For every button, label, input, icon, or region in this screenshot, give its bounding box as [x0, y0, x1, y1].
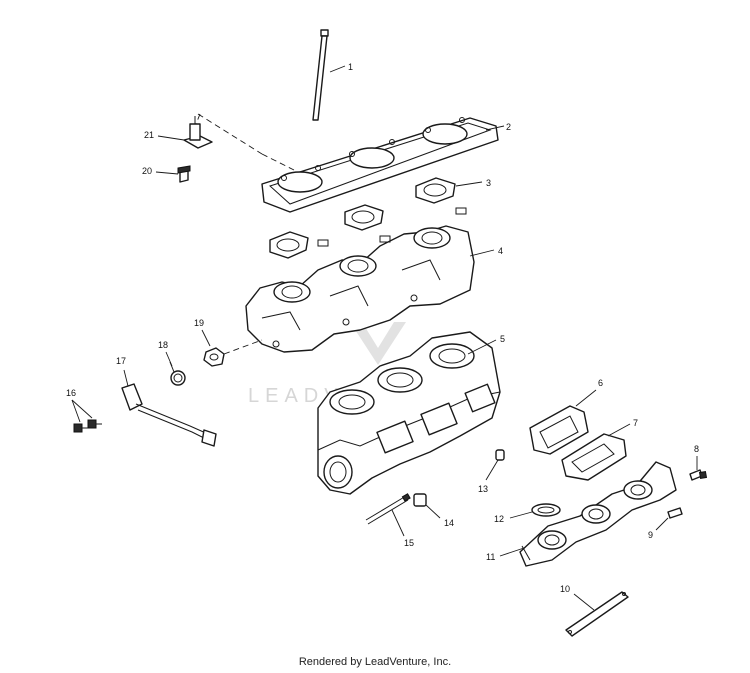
callout-17: 17 — [116, 356, 126, 366]
part-nut[interactable] — [203, 339, 263, 367]
callout-5: 5 — [500, 334, 505, 344]
part-bolt-9[interactable] — [667, 507, 683, 519]
callout-13: 13 — [478, 484, 488, 494]
callout-3: 3 — [486, 178, 491, 188]
part-reed-plate[interactable] — [529, 405, 589, 455]
callout-19: 19 — [194, 318, 204, 328]
part-intake-manifold[interactable] — [519, 461, 677, 567]
part-strap[interactable] — [565, 591, 629, 637]
callout-12: 12 — [494, 514, 504, 524]
callout-18: 18 — [158, 340, 168, 350]
part-sensor[interactable] — [183, 113, 295, 171]
part-bolt-20[interactable] — [177, 165, 191, 183]
callout-11: 11 — [486, 552, 495, 562]
part-gaskets[interactable] — [269, 177, 456, 259]
callout-8: 8 — [694, 444, 699, 454]
callout-16: 16 — [66, 388, 76, 398]
callout-20: 20 — [142, 166, 152, 176]
part-pin[interactable] — [495, 449, 505, 461]
callout-labels: 1 2 3 4 5 6 7 8 9 10 11 12 13 14 15 16 1… — [66, 62, 699, 594]
callout-1: 1 — [348, 62, 353, 72]
part-bolt-right[interactable] — [689, 469, 708, 481]
callout-6: 6 — [598, 378, 603, 388]
part-spring[interactable] — [169, 361, 186, 386]
callout-14: 14 — [444, 518, 454, 528]
part-screws[interactable] — [73, 419, 102, 433]
part-bushing[interactable] — [413, 493, 427, 507]
callout-7: 7 — [633, 418, 638, 428]
watermark-logo-icon — [350, 322, 406, 365]
callout-4: 4 — [498, 246, 503, 256]
callout-2: 2 — [506, 122, 511, 132]
callout-21: 21 — [144, 130, 154, 140]
footer-credit: Rendered by LeadVenture, Inc. — [298, 656, 452, 668]
callout-15: 15 — [404, 538, 414, 548]
part-upper-assembly[interactable] — [245, 207, 475, 353]
callout-9: 9 — [648, 530, 653, 540]
part-oring[interactable] — [531, 503, 561, 517]
part-reed-block[interactable] — [561, 433, 627, 481]
part-throttle-bracket[interactable] — [121, 383, 217, 447]
part-head-cover[interactable] — [261, 117, 499, 213]
part-cylinder-block[interactable] — [317, 331, 501, 495]
callout-10: 10 — [560, 584, 570, 594]
part-dowel-rod[interactable] — [365, 493, 411, 525]
part-bolt-long[interactable] — [312, 29, 329, 121]
